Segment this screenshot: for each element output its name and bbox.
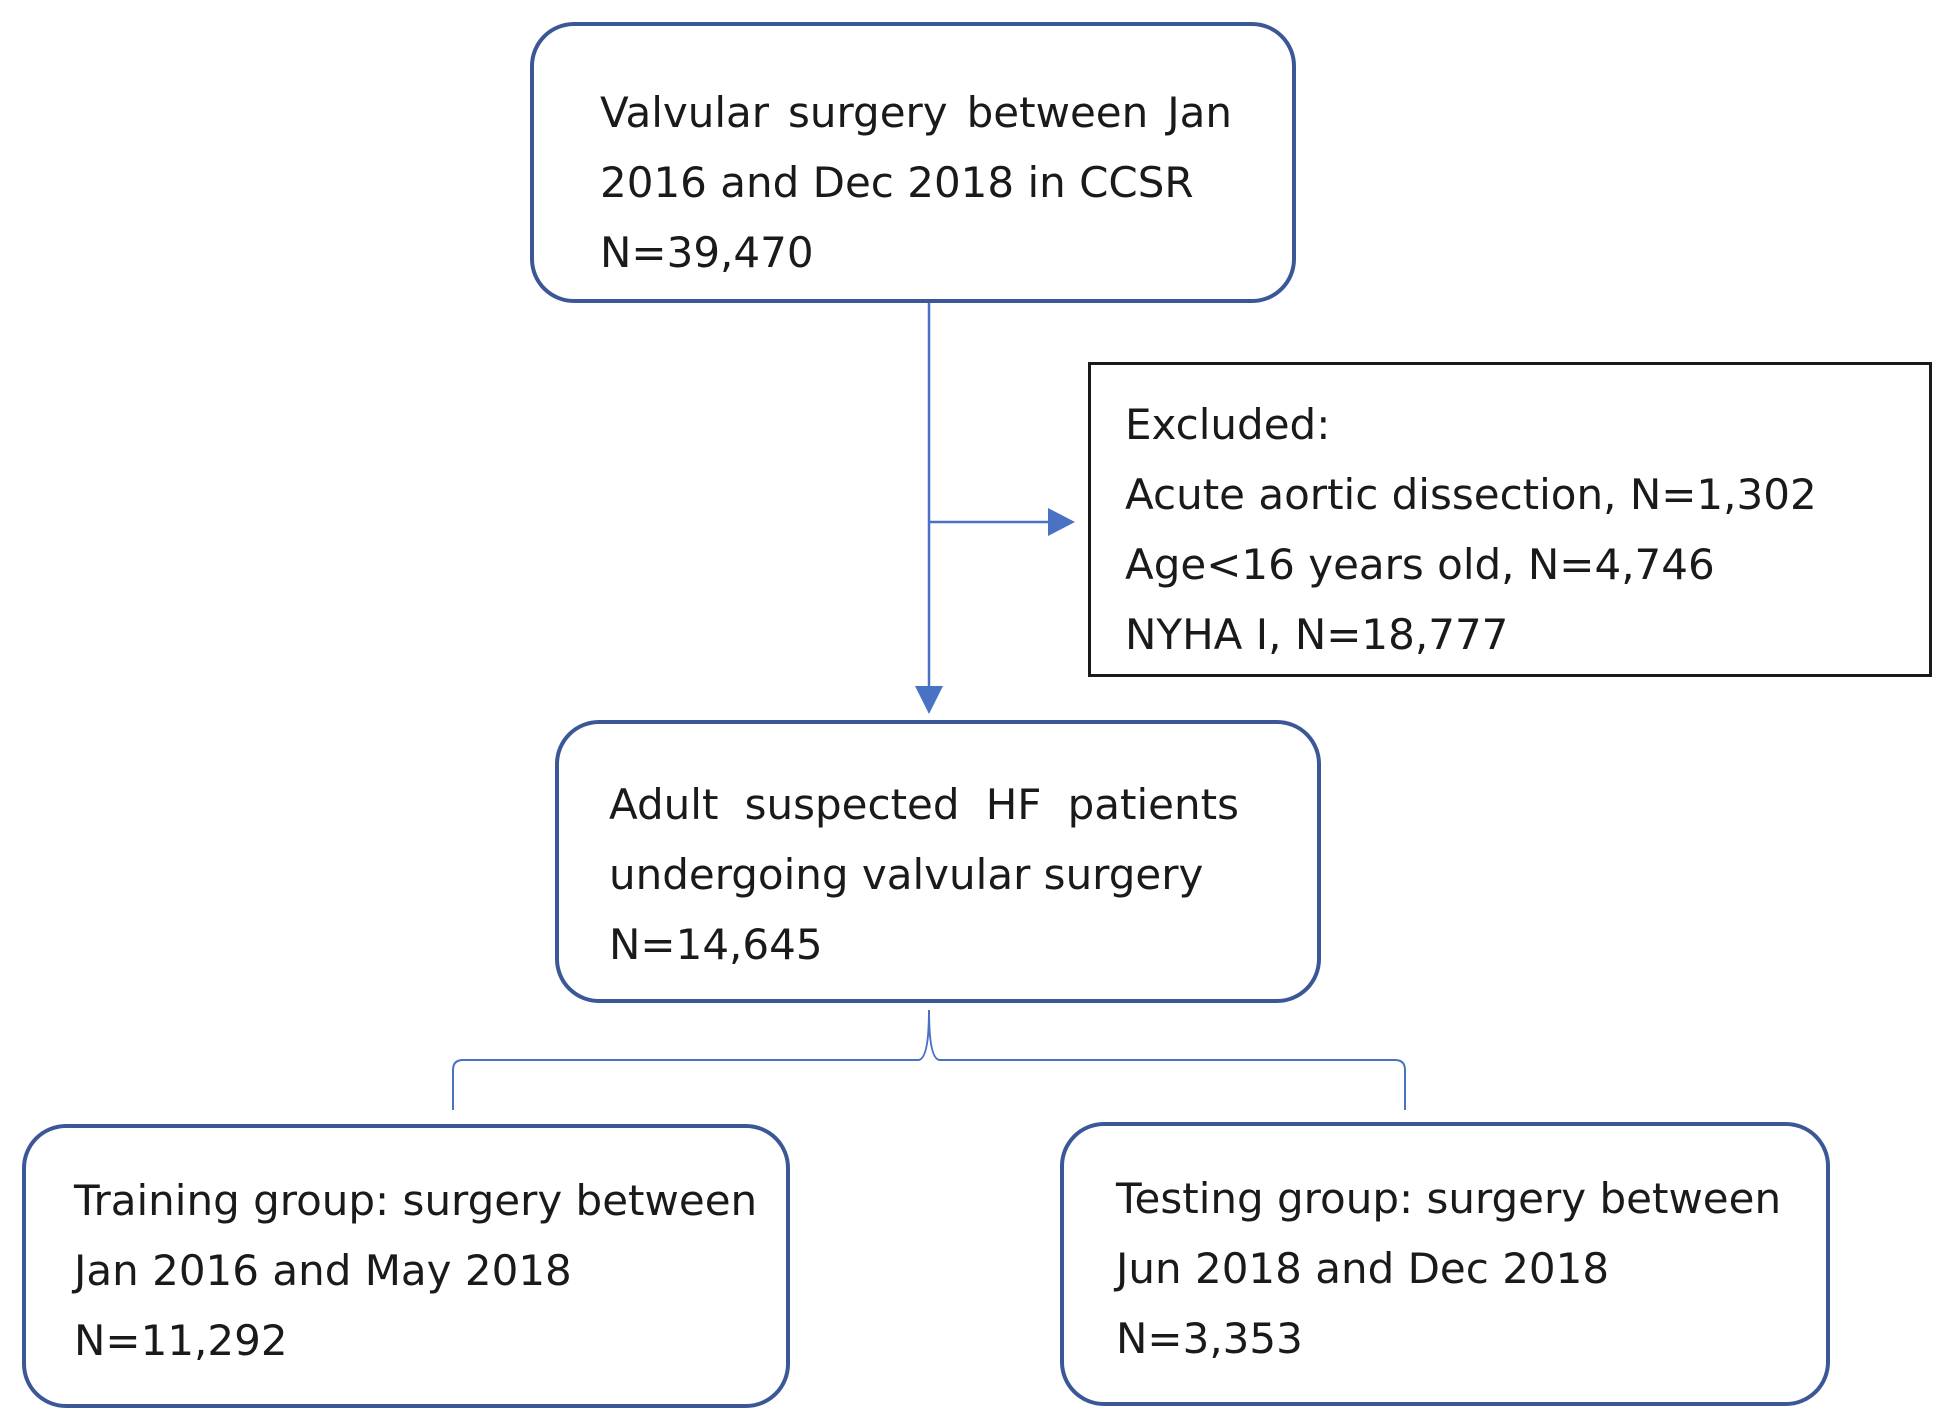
middle-box-count: N=14,645 bbox=[609, 920, 823, 969]
top-box-word: Valvular bbox=[600, 88, 770, 137]
top-box-line-2: 2016 and Dec 2018 in CCSR bbox=[600, 158, 1194, 207]
testing-box-line-1: Testing group: surgery between bbox=[1116, 1174, 1782, 1223]
main-flow-arrowhead bbox=[915, 686, 943, 714]
middle-box-word: Adult bbox=[609, 780, 719, 829]
exclusion-box: Excluded: Acute aortic dissection, N=1,3… bbox=[1088, 362, 1932, 677]
training-group-box: Training group: surgery between Jan 2016… bbox=[22, 1124, 790, 1408]
middle-box-word: suspected bbox=[744, 780, 960, 829]
top-box-line-1: Valvular surgery between Jan bbox=[600, 78, 1232, 148]
exclusion-item-nyha: NYHA I, N=18,777 bbox=[1125, 610, 1509, 659]
training-box-line-2: Jan 2016 and May 2018 bbox=[74, 1246, 572, 1295]
top-box-valvular-surgery: Valvular surgery between Jan 2016 and De… bbox=[530, 22, 1296, 303]
testing-box-line-2: Jun 2018 and Dec 2018 bbox=[1116, 1244, 1610, 1293]
top-box-word: surgery bbox=[788, 88, 948, 137]
top-box-count: N=39,470 bbox=[600, 228, 814, 277]
middle-box-line-2: undergoing valvular surgery bbox=[609, 850, 1204, 899]
middle-box-line-1: Adult suspected HF patients bbox=[609, 770, 1239, 840]
top-box-word: Jan bbox=[1167, 88, 1232, 137]
testing-box-count: N=3,353 bbox=[1116, 1314, 1303, 1363]
middle-box-hf-patients: Adult suspected HF patients undergoing v… bbox=[555, 720, 1321, 1003]
middle-box-word: patients bbox=[1067, 780, 1239, 829]
training-box-line-1: Training group: surgery between bbox=[74, 1176, 758, 1225]
exclusion-item-aortic-dissection: Acute aortic dissection, N=1,302 bbox=[1125, 470, 1817, 519]
exclusion-heading: Excluded: bbox=[1125, 400, 1331, 449]
middle-box-word: HF bbox=[985, 780, 1042, 829]
exclusion-item-age: Age<16 years old, N=4,746 bbox=[1125, 540, 1715, 589]
exclusion-branch-arrowhead bbox=[1048, 508, 1075, 536]
testing-group-box: Testing group: surgery between Jun 2018 … bbox=[1060, 1122, 1830, 1406]
training-box-count: N=11,292 bbox=[74, 1316, 288, 1365]
split-bracket bbox=[452, 1009, 1406, 1110]
top-box-word: between bbox=[966, 88, 1149, 137]
